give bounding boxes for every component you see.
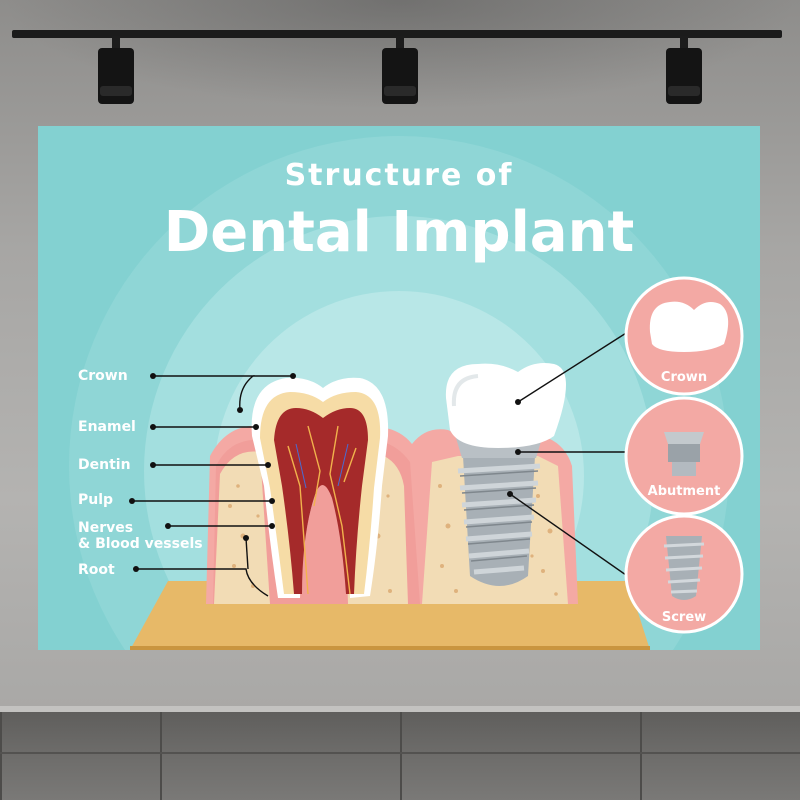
leader-lines-right <box>509 327 637 583</box>
poster-subtitle: Structure of <box>284 158 514 193</box>
spotlight <box>662 36 706 104</box>
floor-tile-seam <box>400 712 402 800</box>
poster-title: Dental Implant <box>163 200 635 265</box>
badge-abutment <box>624 396 744 516</box>
floor-tile-seam <box>640 712 642 800</box>
label-crown: Crown <box>78 368 128 384</box>
wood-base-edge <box>130 646 650 650</box>
nerves-blood-vessels <box>287 425 357 595</box>
floor-tile-seam <box>0 712 2 800</box>
label-nerves: Nerves <box>78 520 134 536</box>
floor-tile-seam <box>160 712 162 800</box>
implant-screw <box>457 456 541 586</box>
label-dentin: Dentin <box>78 457 131 473</box>
label-root: Root <box>78 562 115 578</box>
implant-crown <box>445 363 566 448</box>
blood-vessels-blue <box>295 443 349 489</box>
spotlight <box>378 36 422 104</box>
badge-label-screw: Screw <box>661 610 707 625</box>
label-pulp: Pulp <box>78 492 114 508</box>
badge-label-crown: Crown <box>660 370 708 385</box>
poster-illustration <box>69 136 744 650</box>
crown-highlight <box>451 374 479 407</box>
light-track <box>12 30 782 38</box>
label-blood-vessels: & Blood vessels <box>78 536 203 552</box>
leader-lines-left <box>132 375 272 597</box>
baseboard <box>0 706 800 713</box>
natural-tooth <box>251 377 389 598</box>
bone-left-outer <box>214 451 270 604</box>
spotlight <box>94 36 138 104</box>
dental-implant-poster: Structure of Dental Implant Crown Enamel… <box>38 126 760 650</box>
leader-dots-left <box>129 373 296 572</box>
floor-tile-seam <box>0 752 800 754</box>
label-enamel: Enamel <box>78 419 136 435</box>
screw-threads <box>457 463 541 575</box>
badge-crown <box>624 276 744 396</box>
screw-thread-shadows <box>459 470 539 562</box>
badge-screw <box>624 514 744 634</box>
badge-label-abutment: Abutment <box>647 484 721 499</box>
